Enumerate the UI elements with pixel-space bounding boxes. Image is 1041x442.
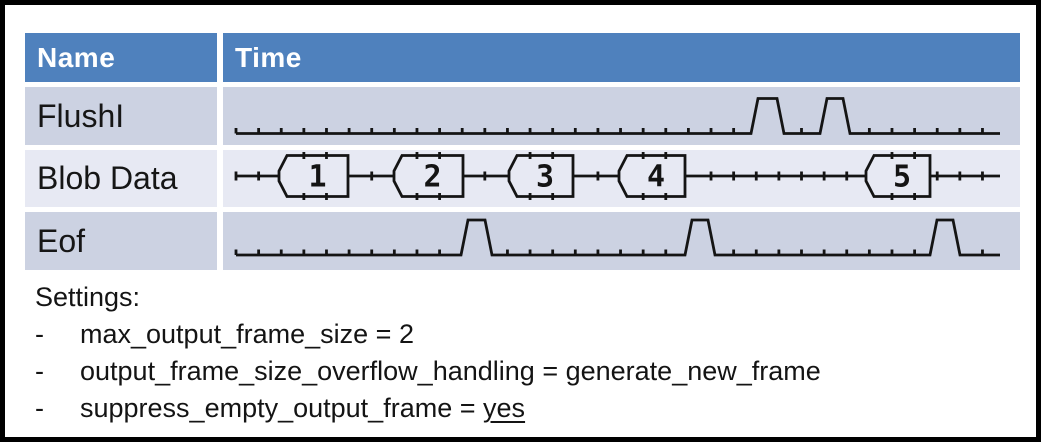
settings-title: Settings: (35, 282, 141, 312)
bullet-dash: - (35, 356, 44, 386)
row-eof-name-cell (25, 212, 217, 270)
row-eof-time-cell (223, 212, 1020, 270)
settings-block: Settings: - max_output_frame_size = 2 - … (35, 279, 1015, 427)
setting-text: suppress_empty_output_frame = yes (80, 393, 526, 423)
bullet-dash: - (35, 319, 44, 349)
row-flushi-name-cell (25, 87, 217, 145)
settings-item-suppress-empty-frame: - suppress_empty_output_frame = yes (35, 390, 1015, 427)
signal-label-blob-data: Blob Data (37, 160, 178, 196)
header-cell-name: Name (25, 33, 217, 82)
row-blobdata-time-cell (223, 150, 1020, 207)
header-cell-time: Time (223, 33, 1020, 82)
signal-label-eof: Eof (37, 222, 86, 259)
signal-label-flushi: FlushI (37, 97, 125, 134)
row-flushi-time-cell (223, 87, 1020, 145)
row-blobdata-name-cell (25, 150, 217, 207)
header-name-label: Name (37, 41, 116, 73)
setting-text: output_frame_size_overflow_handling = ge… (80, 356, 821, 386)
header-time-label: Time (235, 41, 302, 73)
bullet-dash: - (35, 393, 44, 423)
settings-item-overflow-handling: - output_frame_size_overflow_handling = … (35, 353, 1015, 390)
settings-item-max-output-frame-size: - max_output_frame_size = 2 (35, 316, 1015, 353)
setting-text: max_output_frame_size = 2 (80, 319, 414, 349)
